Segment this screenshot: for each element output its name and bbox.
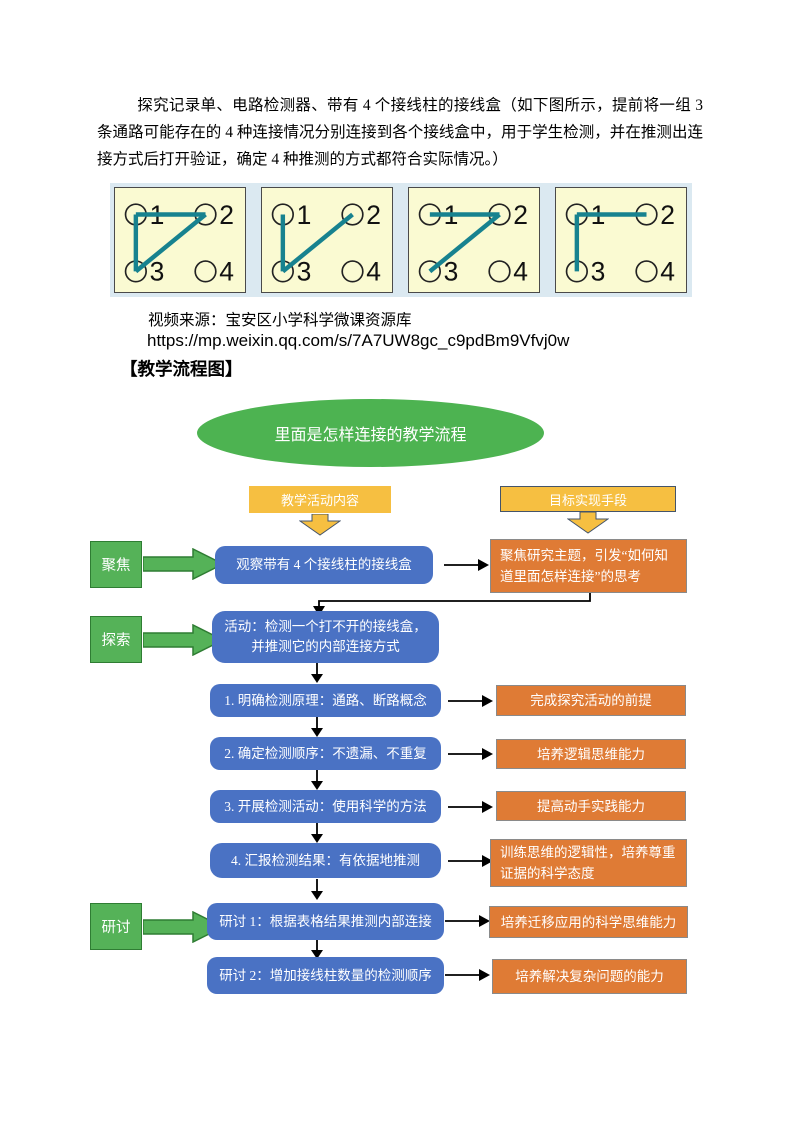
activity-box: 2. 确定检测顺序：不遗漏、不重复 [210, 737, 441, 770]
black-down-arrow-icon [311, 879, 323, 900]
black-down-arrow-icon [311, 662, 323, 683]
goal-box: 培养解决复杂问题的能力 [492, 959, 687, 994]
black-down-arrow-icon [311, 716, 323, 737]
terminal-box-2: 1 2 3 4 [261, 187, 393, 293]
black-down-arrow-icon [311, 822, 323, 843]
activity-box: 3. 开展检测活动：使用科学的方法 [210, 790, 441, 823]
svg-text:3: 3 [297, 257, 312, 287]
activity-box: 研讨 1：根据表格结果推测内部连接 [207, 903, 444, 940]
svg-text:1: 1 [297, 200, 312, 230]
column-header-goal: 目标实现手段 [500, 486, 676, 512]
svg-text:4: 4 [219, 257, 234, 287]
activity-box: 研讨 2：增加接线柱数量的检测顺序 [207, 957, 444, 994]
goal-box: 聚焦研究主题，引发“如何知道里面怎样连接”的思考 [490, 539, 687, 593]
stage-label-explore: 探索 [90, 616, 142, 663]
svg-text:2: 2 [219, 200, 234, 230]
stage-label-discuss: 研讨 [90, 903, 142, 950]
black-right-arrow-icon [445, 969, 490, 981]
svg-text:4: 4 [366, 257, 381, 287]
black-right-arrow-icon [448, 855, 493, 867]
terminal-diagram: 1 2 3 4 [271, 200, 381, 287]
yellow-down-arrow-icon [567, 512, 609, 534]
black-right-arrow-icon [444, 559, 489, 571]
svg-text:2: 2 [366, 200, 381, 230]
svg-text:3: 3 [150, 257, 165, 287]
black-right-arrow-icon [448, 801, 493, 813]
black-right-arrow-icon [448, 695, 493, 707]
goal-box: 培养迁移应用的科学思维能力 [489, 906, 688, 938]
yellow-down-arrow-icon [299, 514, 341, 536]
svg-text:3: 3 [444, 257, 459, 287]
video-url-link[interactable]: https://mp.weixin.qq.com/s/7A7UW8gc_c9pd… [147, 331, 570, 350]
activity-box: 活动：检测一个打不开的接线盒，并推测它的内部连接方式 [212, 611, 439, 663]
green-right-arrow-icon [143, 548, 225, 580]
stage-label-focus: 聚焦 [90, 541, 142, 588]
black-right-arrow-icon [448, 748, 493, 760]
svg-text:2: 2 [660, 200, 675, 230]
goal-box: 完成探究活动的前提 [496, 685, 686, 716]
intro-paragraph: 探究记录单、电路检测器、带有 4 个接线柱的接线盒（如下图所示，提前将一组 3 … [97, 97, 703, 168]
video-source-text: 视频来源：宝安区小学科学微课资源库 [148, 312, 412, 329]
svg-text:3: 3 [591, 257, 606, 287]
goal-box: 提高动手实践能力 [496, 791, 686, 821]
flowchart-title-ellipse: 里面是怎样连接的教学流程 [197, 399, 544, 467]
black-down-arrow-icon [311, 769, 323, 790]
black-down-arrow-icon [311, 938, 323, 959]
svg-text:2: 2 [513, 200, 528, 230]
green-right-arrow-icon [143, 624, 225, 656]
activity-box: 4. 汇报检测结果：有依据地推测 [210, 843, 441, 878]
svg-text:4: 4 [660, 257, 675, 287]
goal-box: 培养逻辑思维能力 [496, 739, 686, 769]
black-right-arrow-icon [445, 915, 490, 927]
column-header-activity: 教学活动内容 [249, 486, 391, 513]
section-title: 【教学流程图】 [120, 359, 243, 379]
svg-text:4: 4 [513, 257, 528, 287]
activity-box: 观察带有 4 个接线柱的接线盒 [215, 546, 433, 584]
goal-box: 训练思维的逻辑性，培养尊重证据的科学态度 [490, 839, 687, 887]
activity-box: 1. 明确检测原理：通路、断路概念 [210, 684, 441, 717]
